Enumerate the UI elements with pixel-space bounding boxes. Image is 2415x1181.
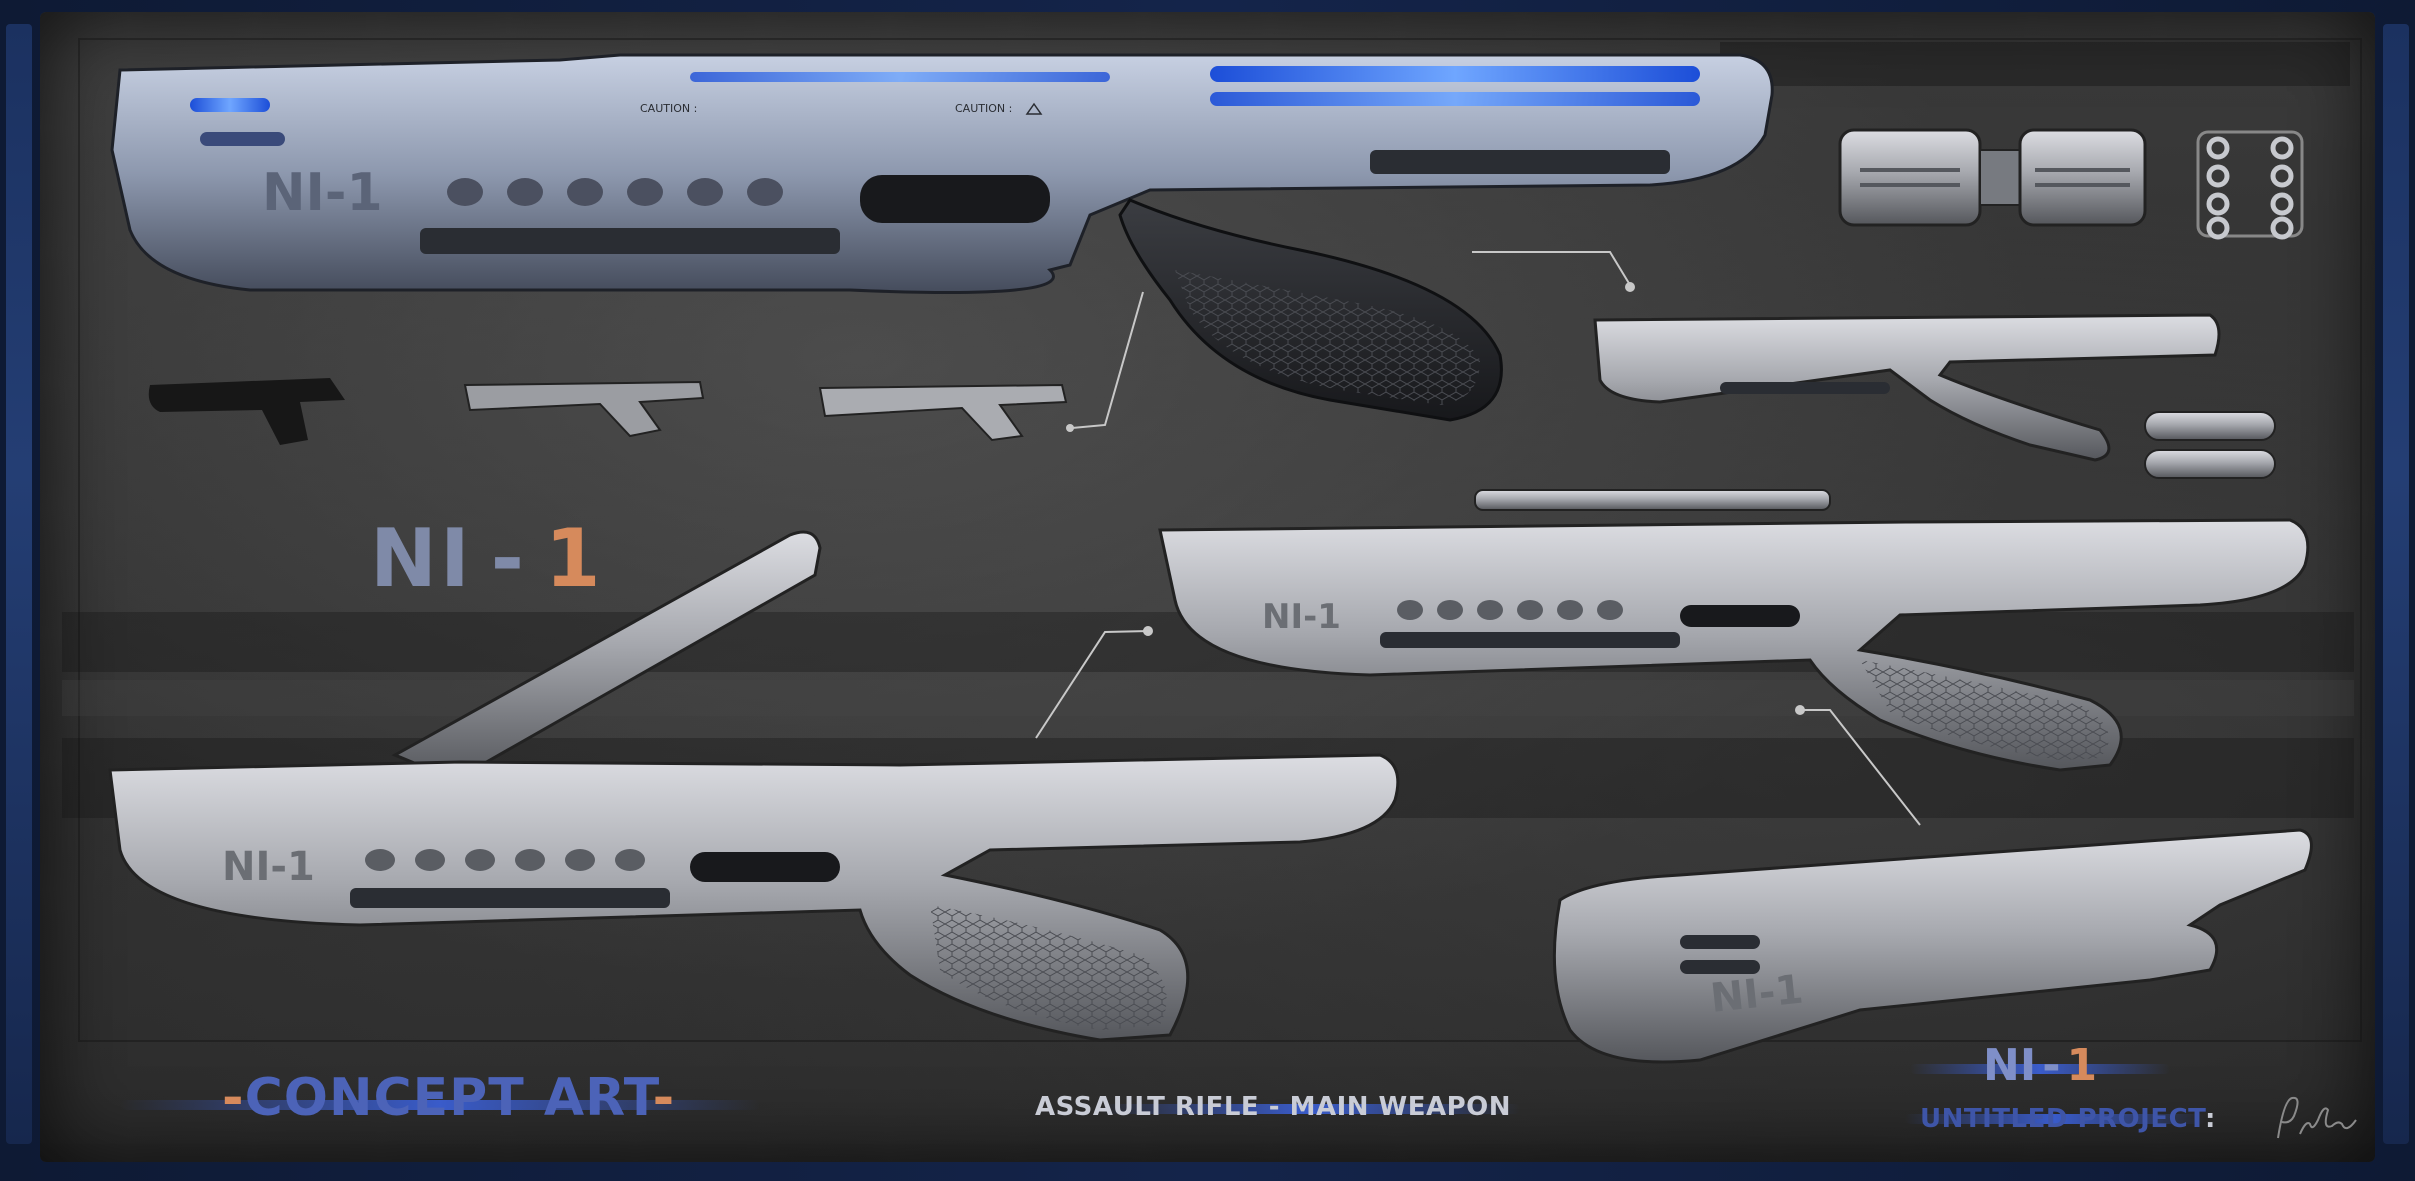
main-rifle-render: NI-1 CAUTION : CAUTION : (110, 53, 1774, 422)
project-colon: : (2205, 1104, 2216, 1134)
svg-text:NI-1: NI-1 (1708, 966, 1805, 1021)
concept-glow-line (120, 1100, 760, 1110)
badge-dash: - (2042, 1040, 2061, 1091)
badge-number: 1 (2066, 1040, 2098, 1091)
weapon-subtitle: ASSAULT RIFLE - MAIN WEAPON (1035, 1092, 1512, 1122)
frame-left-edge (6, 24, 32, 1144)
concept-art-text: CONCEPT ART (244, 1068, 653, 1128)
project-label-text: UNTITLED PROJECT (1920, 1104, 2205, 1134)
signature-icon (2277, 1096, 2357, 1139)
badge-prefix: NI (1983, 1040, 2037, 1091)
frame-right-edge (2383, 24, 2409, 1144)
concept-dash-left: - (222, 1068, 245, 1128)
callout-lines (1035, 251, 1921, 826)
rifle-side-view (1593, 313, 2221, 462)
caution-triangle-icon (1025, 102, 1043, 115)
badge-glow-line (1910, 1064, 2170, 1074)
project-badge: NI-1 (1983, 1040, 2097, 1091)
title-dash: - (490, 512, 527, 605)
bullet-rounds (2144, 411, 2276, 479)
svg-text:NI-1: NI-1 (1262, 597, 1341, 637)
page-title: NI-1 (370, 512, 604, 605)
svg-text:CAUTION :: CAUTION : (955, 102, 1012, 115)
project-glow-line (1905, 1114, 2205, 1124)
silhouette-thumbnails (148, 378, 1068, 445)
inner-frame (78, 38, 2362, 1042)
ammo-clip-part (2196, 130, 2304, 240)
rifle-opened-breach: NI-1 (108, 530, 1400, 1042)
rifle-marking: NI-1 (262, 163, 383, 223)
rifle-perspective-view: NI-1 (1552, 828, 2313, 1064)
title-number: 1 (544, 512, 604, 605)
magazine-part (1838, 128, 2147, 227)
svg-text:CAUTION :: CAUTION : (640, 102, 697, 115)
concept-art-label: -CONCEPT ART- (222, 1068, 675, 1128)
subtitle-glow-line (1100, 1104, 1520, 1114)
background-band-top (1720, 42, 2350, 86)
svg-text:NI-1: NI-1 (222, 844, 315, 890)
project-label: UNTITLED PROJECT: (1920, 1104, 2216, 1134)
rifle-open-top-view: NI-1 (1158, 489, 2310, 772)
title-prefix: NI (370, 512, 473, 605)
concept-dash-right: - (652, 1068, 676, 1128)
